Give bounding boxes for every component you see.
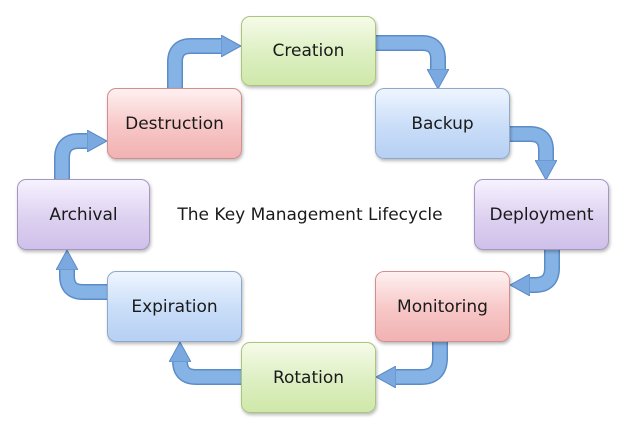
stage-expiration: Expiration [107,271,242,342]
stage-backup: Backup [375,88,510,159]
arrow-deployment-to-monitoring [527,250,560,285]
arrow-archival-to-destruction [54,141,90,179]
arrow-destruction-to-creation [167,46,224,88]
stage-label: Rotation [272,367,345,388]
arrow-backup-to-deployment [510,126,546,163]
arrow-monitoring-to-rotation [393,342,448,377]
diagram-title: The Key Management Lifecycle [177,205,443,225]
stage-label: Creation [272,41,345,61]
stage-label: Archival [49,204,118,225]
stage-monitoring: Monitoring [375,271,510,342]
stage-label: Deployment [489,204,594,225]
stage-destruction: Destruction [107,88,242,159]
arrow-expiration-to-archival [67,267,107,300]
stage-label: Monitoring [397,296,488,317]
stage-label: Backup [411,113,474,134]
stage-rotation: Rotation [241,342,376,413]
stage-label: Expiration [131,296,218,317]
stage-deployment: Deployment [474,179,609,250]
stage-label: Destruction [125,113,224,134]
arrow-rotation-to-expiration [180,359,241,385]
arrow-creation-to-backup [376,35,438,72]
stage-archival: Archival [17,179,150,250]
stage-creation: Creation [241,16,376,86]
